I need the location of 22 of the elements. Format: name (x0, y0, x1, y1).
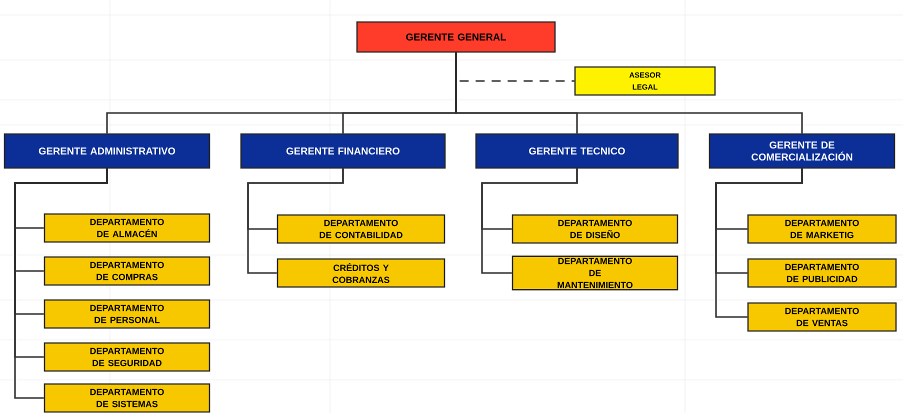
connector-line (247, 168, 344, 274)
department-box: CRÉDITOS Y COBRANZAS (276, 258, 446, 288)
department-box: DEPARTAMENTO DE SEGURIDAD (44, 342, 210, 372)
department-box: DEPARTAMENTO DE SISTEMAS (44, 383, 210, 413)
department-box: DEPARTAMENTO DE CONTABILIDAD (276, 214, 446, 244)
department-box: DEPARTAMENTO DE COMPRAS (44, 256, 210, 286)
executive-box: GERENTE GENERAL (356, 21, 556, 53)
department-box: DEPARTAMENTO DE PERSONAL (44, 299, 210, 329)
manager-box: GERENTE ADMINISTRATIVO (4, 133, 210, 169)
manager-box: GERENTE TECNICO (475, 133, 679, 169)
department-box: DEPARTAMENTO DE VENTAS (747, 302, 897, 332)
connector-line (455, 52, 803, 134)
department-box: DEPARTAMENTO DE MARKETIG (747, 214, 897, 244)
manager-box: GERENTE FINANCIERO (240, 133, 446, 169)
department-box: DEPARTAMENTO DE MANTENIMIENTO (512, 256, 678, 290)
connector-line (481, 168, 578, 274)
department-box: DEPARTAMENTO DE DISEÑO (512, 214, 678, 244)
department-box: DEPARTAMENTO DE ALMACÉN (44, 213, 210, 243)
manager-box: GERENTE DE COMERCIALIZACIÓN (708, 133, 896, 169)
connector-line (14, 168, 108, 399)
department-box: DEPARTAMENTO DE PUBLICIDAD (747, 258, 897, 288)
connector-line (715, 168, 803, 318)
